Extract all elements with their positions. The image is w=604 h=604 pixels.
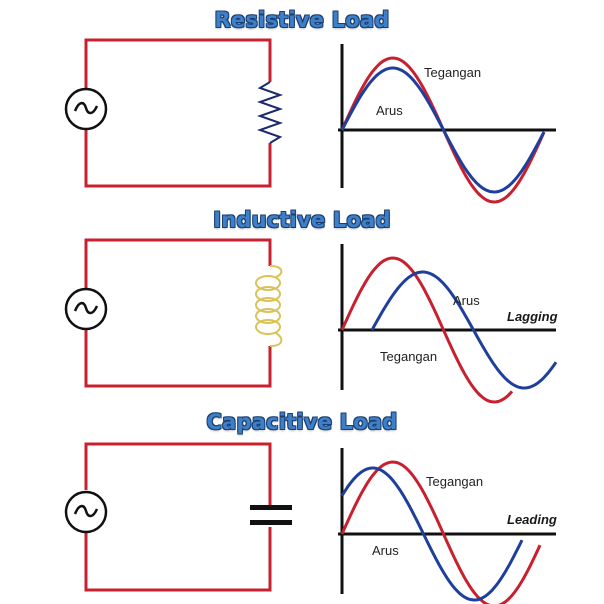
voltage-wave: [340, 256, 514, 404]
capacitive-graph: Tegangan Arus Leading: [338, 448, 557, 604]
voltage-wave: [340, 460, 542, 604]
resistive-title: Resistive Load: [214, 8, 390, 32]
voltage-label: Tegangan: [380, 349, 437, 364]
current-wave: [370, 270, 558, 390]
resistor-icon: [256, 81, 284, 144]
current-label: Arus: [376, 103, 403, 118]
inductive-circuit: [64, 238, 283, 388]
capacitor-icon: [250, 505, 292, 525]
inductive-graph: Arus Tegangan Lagging: [338, 244, 558, 404]
current-wave: [340, 466, 524, 602]
resistive-circuit: [64, 38, 284, 188]
current-wave: [340, 66, 546, 194]
ac-source-icon: [64, 87, 108, 131]
capacitive-title: Capacitive Load: [206, 410, 398, 434]
voltage-label: Tegangan: [424, 65, 481, 80]
circuit-wire: [84, 38, 272, 188]
phase-label-lagging: Lagging: [507, 309, 558, 324]
ac-source-icon: [64, 287, 108, 331]
phase-label-leading: Leading: [507, 512, 557, 527]
current-label: Arus: [372, 543, 399, 558]
inductive-title: Inductive Load: [213, 208, 391, 232]
resistive-graph: Tegangan Arus: [338, 44, 556, 204]
ac-source-icon: [64, 490, 108, 534]
circuit-wire: [84, 442, 272, 592]
voltage-label: Tegangan: [426, 474, 483, 489]
inductor-icon: [255, 265, 283, 347]
capacitive-circuit: [64, 442, 292, 592]
current-label: Arus: [453, 293, 480, 308]
circuit-wire: [84, 238, 272, 388]
